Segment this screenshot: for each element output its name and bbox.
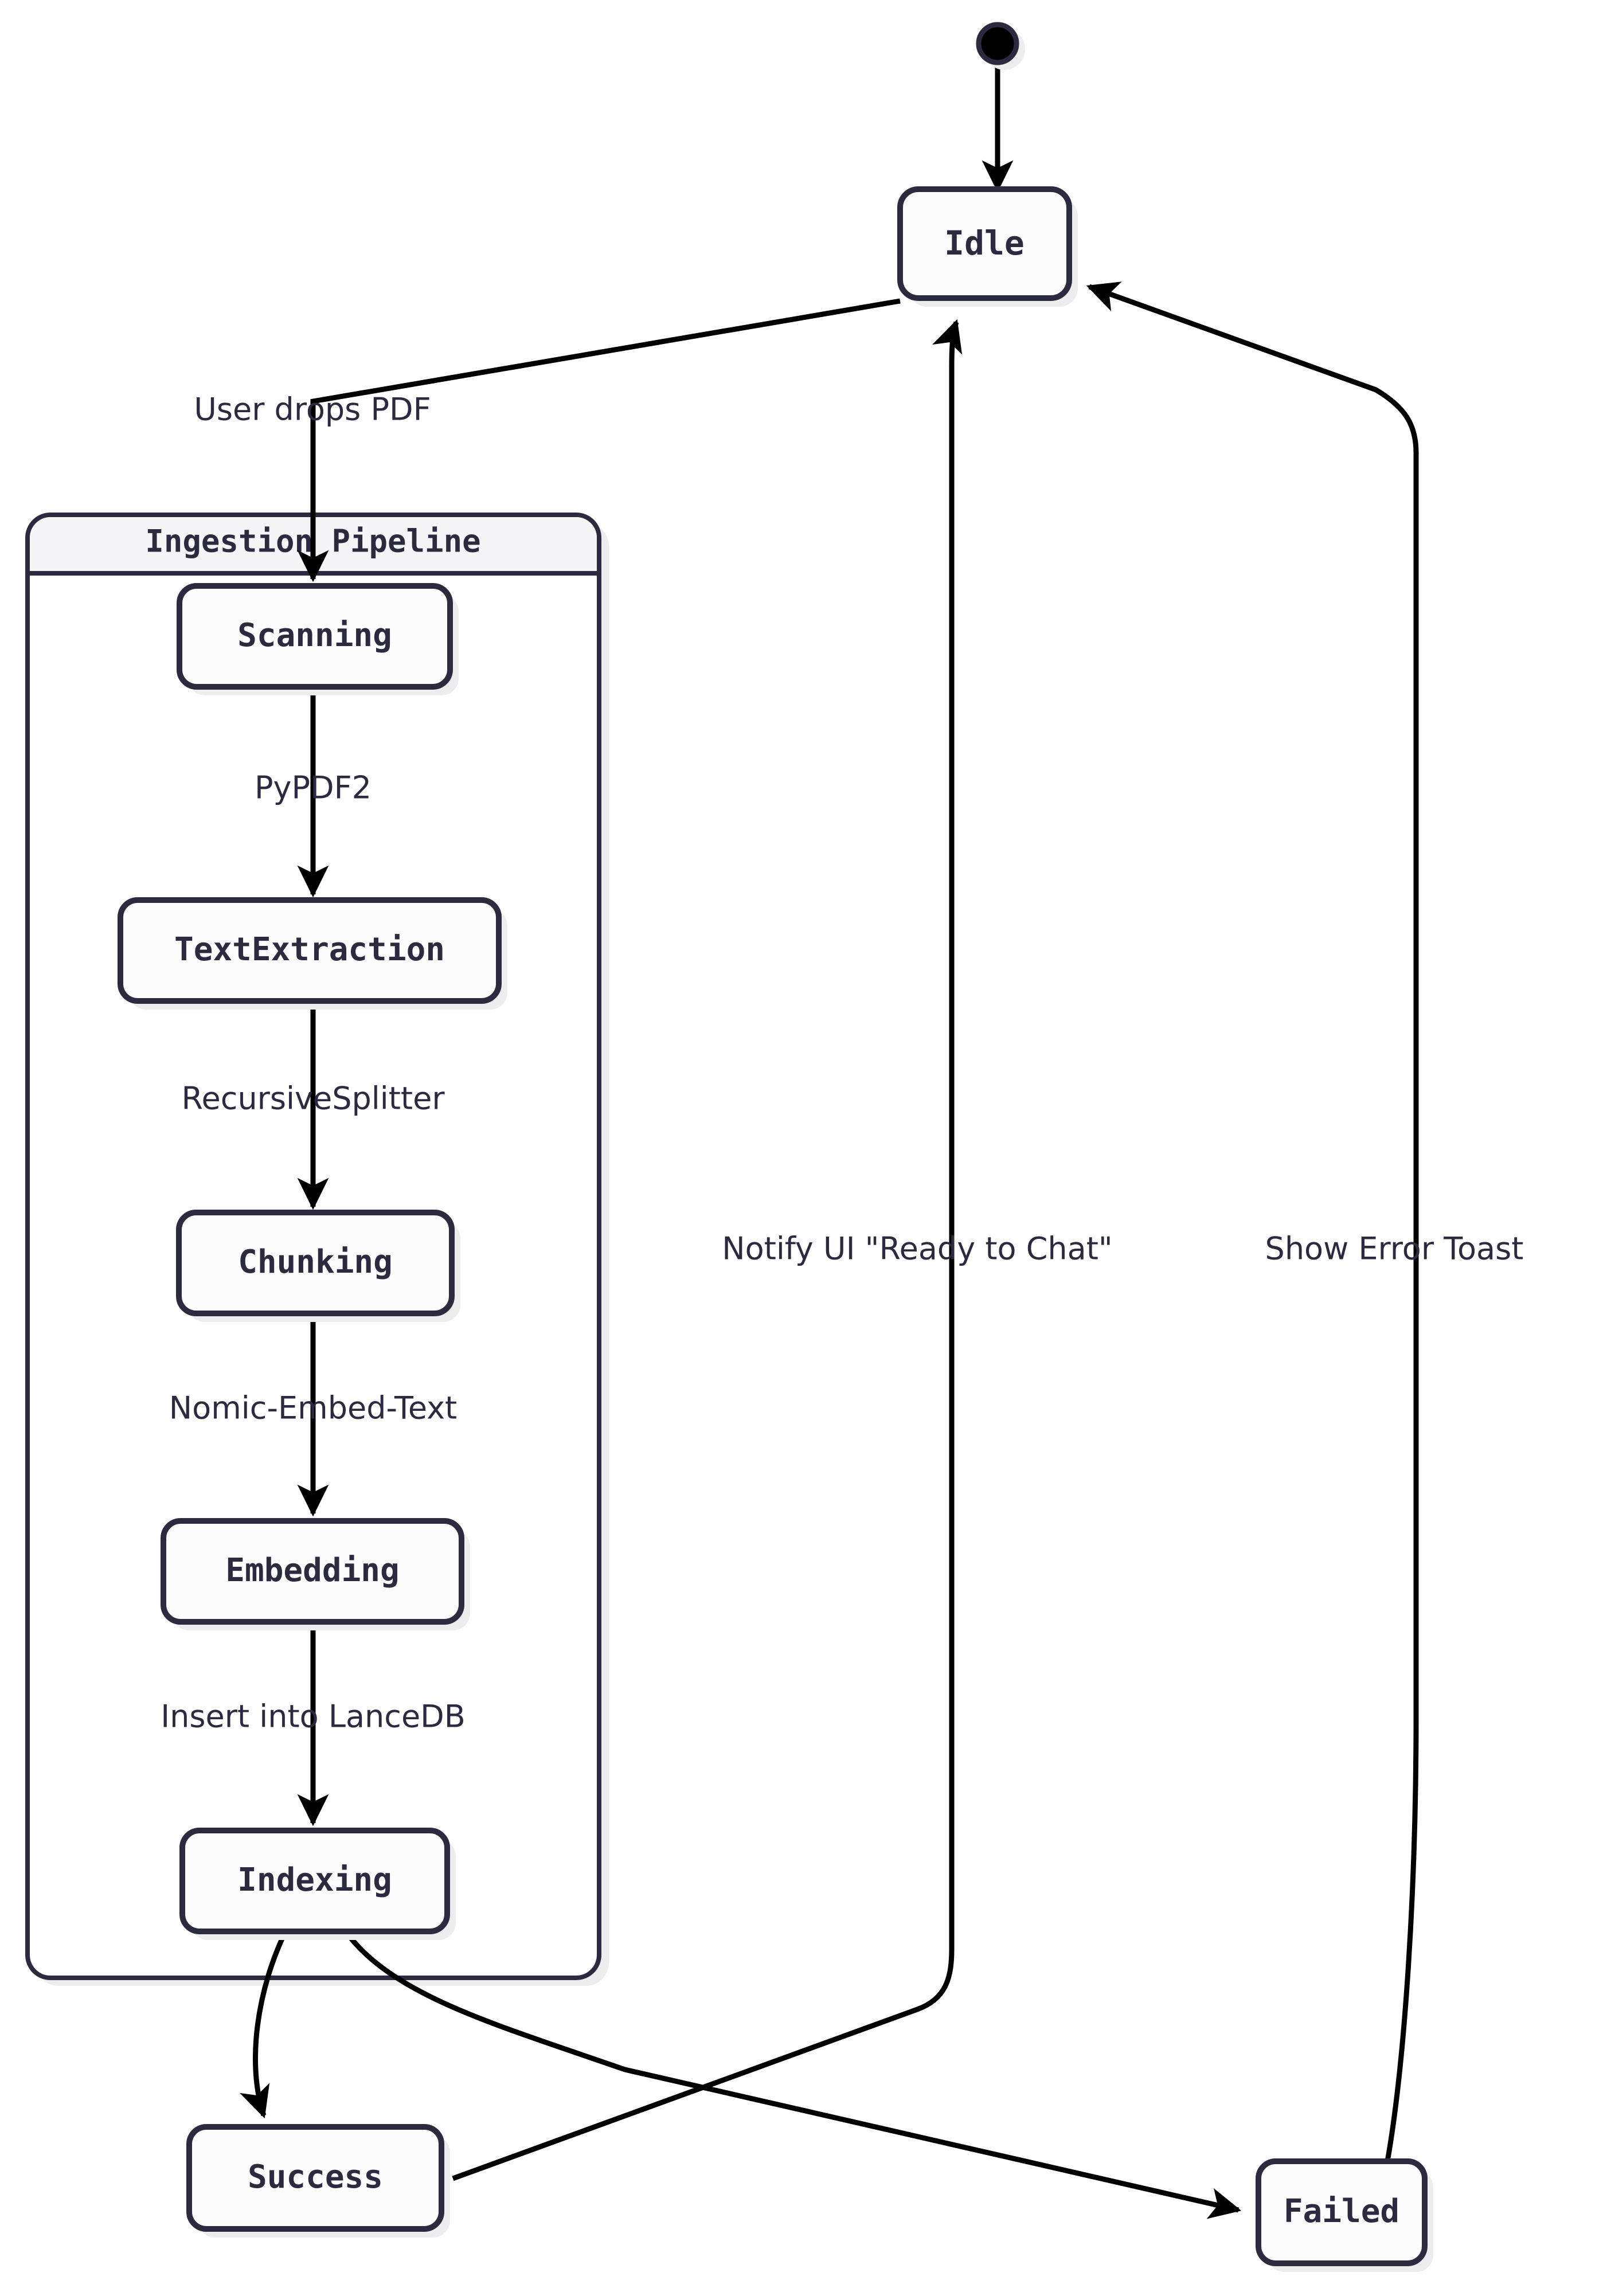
chunking-rect[interactable] [176, 1210, 455, 1316]
scanning-label: Scanning [237, 617, 392, 654]
edge-label-recursive-splitter: RecursiveSplitter [181, 1081, 445, 1117]
textextraction-label: TextExtraction [174, 931, 445, 968]
edge-idle-to-scanning [297, 298, 901, 582]
edge-label-pypdf2: PyPDF2 [255, 770, 372, 806]
start-state [976, 22, 1025, 70]
edge-indexing-to-failed [342, 1927, 1242, 2219]
edge-label-nomic-embed-text: Nomic-Embed-Text [169, 1390, 457, 1426]
embedding-label: Embedding [225, 1552, 399, 1589]
edge-indexing-to-success [240, 1928, 290, 2119]
success-label: Success [248, 2158, 383, 2196]
edge-failed-to-idle [1086, 281, 1419, 2162]
state-node-failed[interactable]: Failed [1256, 2158, 1433, 2272]
idle-rect[interactable] [897, 186, 1072, 301]
failed-label: Failed [1284, 2193, 1399, 2230]
state-node-embedding[interactable]: Embedding [161, 1518, 470, 1630]
start-state-circle [976, 22, 1019, 65]
edge-success-to-idle [452, 319, 963, 2181]
edge-label-show-error-toast: Show Error Toast [1265, 1231, 1524, 1267]
indexing-rect[interactable] [179, 1828, 450, 1934]
edge-label-insert-into-lancedb: Insert into LanceDB [161, 1699, 466, 1735]
state-node-chunking[interactable]: Chunking [176, 1210, 460, 1322]
state-node-success[interactable]: Success [186, 2124, 450, 2238]
idle-label: Idle [944, 224, 1025, 263]
chunking-label: Chunking [238, 1243, 393, 1281]
state-node-idle[interactable]: Idle [897, 186, 1078, 307]
textextraction-rect[interactable] [118, 897, 502, 1004]
state-node-scanning[interactable]: Scanning [177, 583, 459, 695]
failed-rect[interactable] [1256, 2158, 1428, 2266]
indexing-label: Indexing [237, 1861, 392, 1899]
state-node-indexing[interactable]: Indexing [179, 1828, 456, 1940]
edge-label-notify-ui-ready-to-chat: Notify UI "Ready to Chat" [722, 1231, 1112, 1267]
edge-label-user-drops-pdf: User drops PDF [194, 392, 431, 428]
scanning-rect[interactable] [177, 583, 453, 690]
success-rect[interactable] [186, 2124, 444, 2232]
state-node-textextraction[interactable]: TextExtraction [118, 897, 507, 1010]
embedding-rect[interactable] [161, 1518, 464, 1625]
